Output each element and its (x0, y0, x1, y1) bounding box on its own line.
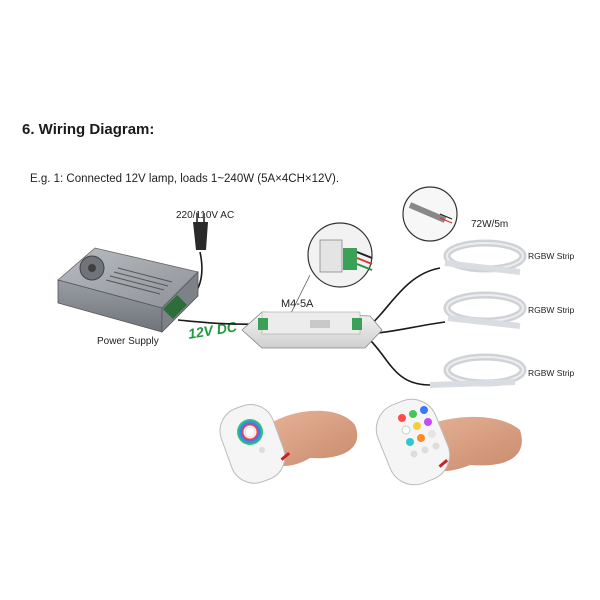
touch-remote-with-hand-icon (219, 404, 358, 484)
strip-wire-3 (369, 339, 431, 386)
ac-input-label: 220/110V AC (176, 210, 235, 221)
strip-label-1: RGBW Strip (528, 251, 575, 261)
controller-model-label: M4-5A (281, 298, 314, 310)
terminal-zoom-inset (289, 222, 373, 316)
power-supply-icon (57, 247, 199, 333)
strip-label-2: RGBW Strip (528, 305, 575, 315)
led-strip-reel-2 (443, 291, 527, 329)
strip-rating-label: 72W/5m (471, 219, 509, 230)
controller-m4-5a-icon (241, 311, 383, 349)
power-supply-label: Power Supply (97, 336, 159, 347)
strip-label-3: RGBW Strip (528, 368, 575, 378)
ac-plug-icon (193, 213, 208, 250)
led-strip-reel-3 (429, 353, 527, 388)
example-description: E.g. 1: Connected 12V lamp, loads 1~240W… (30, 173, 340, 185)
led-strip-reel-1 (443, 239, 527, 275)
strip-connector-zoom-inset (402, 186, 458, 242)
section-heading: 6. Wiring Diagram: (22, 121, 155, 138)
button-remote-with-hand-icon (375, 398, 522, 486)
